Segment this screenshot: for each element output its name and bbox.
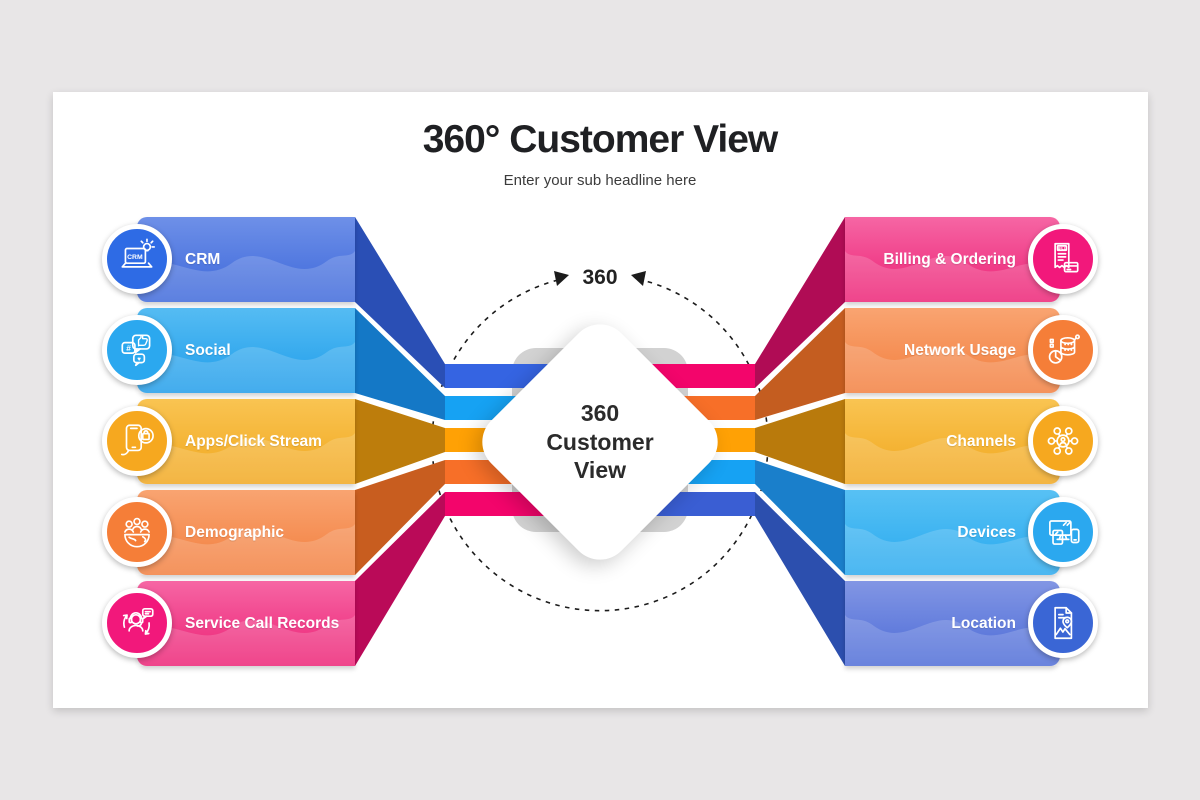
arrowhead-right-icon — [631, 271, 646, 286]
bar-label: Channels — [946, 432, 1016, 450]
bar-service-call-records: Service Call Records — [137, 581, 355, 666]
wave-overlay — [845, 251, 1060, 302]
wave-overlay — [845, 524, 1060, 575]
svg-text:BILL: BILL — [1058, 246, 1067, 250]
wave-overlay — [137, 433, 355, 484]
network-usage-icon — [1028, 315, 1098, 385]
bar-label: Apps/Click Stream — [185, 432, 322, 450]
bar-label: Service Call Records — [185, 614, 340, 632]
wedge-left-demographic — [355, 460, 445, 575]
wedge-right-channels — [755, 399, 845, 484]
wave-overlay — [845, 342, 1060, 393]
wedge-left-social — [355, 308, 445, 420]
wave-overlay — [137, 251, 355, 302]
wave-overlay — [137, 342, 355, 393]
bar-billing-ordering: Billing & Ordering — [845, 217, 1060, 302]
svg-text:CRM: CRM — [127, 254, 143, 261]
bar-location: Location — [845, 581, 1060, 666]
wedge-right-devices — [755, 460, 845, 575]
bar-label: Social — [185, 341, 231, 359]
center-label: 360 Customer View — [546, 399, 654, 484]
wedge-left-apps — [355, 399, 445, 484]
bar-network-usage: Network Usage — [845, 308, 1060, 393]
bar-channels: Channels — [845, 399, 1060, 484]
bar-apps-click-stream: Apps/Click Stream — [137, 399, 355, 484]
bar-demographic: Demographic — [137, 490, 355, 575]
center-diamond-inner: 360 Customer View — [508, 350, 692, 534]
billing-ordering-icon: BILL — [1028, 224, 1098, 294]
demographic-icon — [102, 497, 172, 567]
social-icon: # ♥ — [102, 315, 172, 385]
wave-overlay — [137, 524, 355, 575]
wave-overlay — [137, 615, 355, 666]
crm-icon: CRM — [102, 224, 172, 294]
bar-label: Demographic — [185, 523, 285, 541]
bar-label: Network Usage — [904, 341, 1016, 359]
wedge-right-location — [755, 492, 845, 666]
center-diamond: 360 Customer View — [469, 311, 731, 573]
degree-label: 360 — [582, 266, 618, 289]
wedge-right-billing — [755, 217, 845, 388]
bar-crm: CRM — [137, 217, 355, 302]
wedge-right-network — [755, 308, 845, 420]
bar-label: Billing & Ordering — [883, 250, 1016, 268]
wave-overlay — [845, 615, 1060, 666]
bar-social: Social — [137, 308, 355, 393]
wedge-left-service — [355, 492, 445, 666]
svg-text:#: # — [126, 343, 131, 353]
bar-label: Devices — [957, 523, 1016, 541]
bar-label: Location — [951, 614, 1016, 632]
channels-icon — [1028, 406, 1098, 476]
location-icon — [1028, 588, 1098, 658]
page-title: 360° Customer View — [422, 118, 779, 161]
bar-devices: Devices — [845, 490, 1060, 575]
wedge-left-crm — [355, 217, 445, 388]
apps-click-stream-icon — [102, 406, 172, 476]
arrowhead-left-icon — [554, 271, 569, 286]
service-call-records-icon — [102, 588, 172, 658]
page-subtitle: Enter your sub headline here — [503, 172, 697, 189]
devices-icon — [1028, 497, 1098, 567]
bar-label: CRM — [185, 250, 221, 268]
svg-text:♥: ♥ — [137, 356, 141, 363]
wave-overlay — [845, 433, 1060, 484]
